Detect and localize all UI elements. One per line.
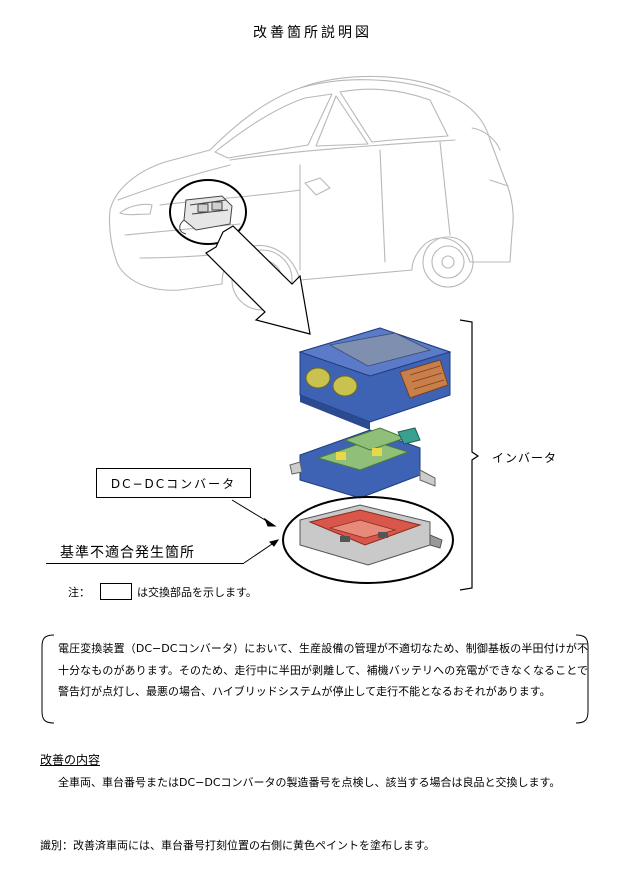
- car-illustration: [108, 75, 514, 311]
- dcdc-converter-label: DC−DCコンバータ: [96, 468, 251, 498]
- improvement-heading: 改善の内容: [40, 753, 101, 767]
- defect-label-underline: [46, 563, 244, 564]
- inverter-bracket: [459, 319, 480, 591]
- illustration: [108, 75, 514, 591]
- note-prefix: 注：: [68, 585, 90, 599]
- engine-bay-highlight: [169, 179, 247, 245]
- improvement-body: 全車両、車台番号またはDC−DCコンバータの製造番号を点検し、該当する場合は良品…: [58, 776, 561, 789]
- inverter-label: インバータ: [492, 451, 558, 465]
- identification-text: 識別：改善済車両には、車台番号打刻位置の右側に黄色ペイントを塗布します。: [40, 839, 435, 852]
- legend-note: 注： は交換部品を示します。: [68, 583, 257, 600]
- inverter-pcb: [289, 427, 436, 499]
- dcdc-highlight-ellipse: [282, 496, 454, 584]
- defect-location-label: 基準不適合発生箇所: [60, 545, 195, 561]
- replacement-part-legend-box: [100, 583, 132, 600]
- dcdc-converter-part: [299, 504, 443, 566]
- defect-description: 電圧変換装置（DC−DCコンバータ）において、生産設備の管理が不適切なため、制御…: [58, 642, 588, 698]
- leader-lines: [231, 499, 280, 564]
- inverter-housing: [298, 327, 452, 430]
- page-title: 改善箇所説明図: [253, 25, 372, 41]
- description-bracket: [41, 634, 589, 724]
- note-suffix: は交換部品を示します。: [137, 585, 257, 599]
- pointer-arrow: [205, 225, 311, 335]
- engine-bay-part: [179, 195, 233, 235]
